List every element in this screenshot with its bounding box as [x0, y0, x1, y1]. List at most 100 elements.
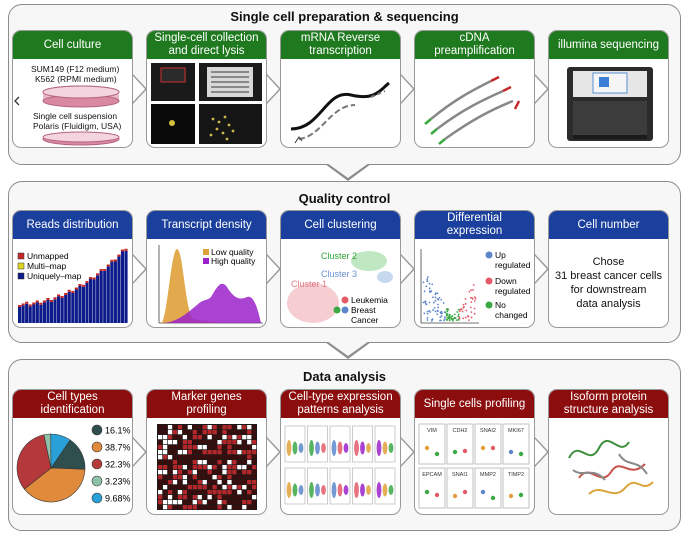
card-cell-clustering: Cell clustering Cluster 2 Cluster 3 Clus… — [280, 210, 401, 328]
heatmap-cell — [247, 485, 252, 490]
violin-grid — [284, 425, 396, 505]
volcano-point — [446, 313, 449, 315]
volcano-point — [457, 308, 460, 311]
reads-legend-multimap: Multi–map — [27, 261, 66, 271]
cell-number-line3: for downstream — [570, 284, 647, 296]
heatmap-cell — [237, 485, 242, 490]
heatmap-cell — [212, 470, 217, 475]
heatmap-cell — [232, 430, 237, 435]
volcano-point — [447, 308, 450, 311]
heatmap-cell — [177, 445, 183, 450]
prep-notch — [327, 163, 369, 178]
qc-title: Quality control — [298, 191, 391, 206]
heatmap-cell — [232, 505, 237, 510]
heatmap-cell — [217, 485, 222, 490]
heatmap-cell — [227, 500, 232, 505]
volcano-point — [472, 289, 474, 291]
heatmap-cell — [192, 470, 197, 475]
heatmap-cell — [222, 445, 227, 450]
pie-legend-swatch-1 — [91, 441, 103, 453]
heatmap-cell — [167, 505, 173, 510]
de-legend-no-2: changed — [495, 310, 528, 320]
heatmap-cell — [177, 505, 183, 510]
heatmap-cell — [182, 495, 188, 500]
card-expression-patterns: Cell-type expression patterns analysis — [280, 389, 401, 515]
card-de-title: Differential expression — [415, 211, 534, 239]
volcano-point — [443, 311, 446, 314]
heatmap-cell — [217, 460, 222, 465]
heatmap-cell — [187, 435, 192, 440]
card-cell-number-title: Cell number — [549, 211, 668, 239]
heatmap-cell — [232, 495, 237, 500]
pie-legend-label-4: 9.68% — [105, 494, 131, 504]
cluster-legend-leukemia: Leukemia — [351, 295, 388, 305]
heatmap-cell — [202, 425, 207, 430]
volcano-point — [458, 317, 461, 320]
heatmap-cell — [227, 480, 232, 485]
heatmap-cell — [242, 430, 247, 435]
violin-shape — [343, 443, 349, 453]
heatmap-cell — [232, 455, 237, 460]
heatmap-cell — [227, 475, 232, 480]
violin-shape — [309, 440, 314, 456]
prep-arrow-4 — [535, 76, 547, 102]
heatmap-cell — [207, 490, 212, 495]
heatmap-cell — [197, 475, 202, 480]
heatmap-cell — [167, 480, 173, 485]
heatmap-cell — [197, 445, 202, 450]
heatmap-cell — [217, 505, 222, 510]
volcano-point — [449, 316, 452, 319]
pie-legend-swatch-0 — [91, 424, 103, 436]
reads-bar-top — [110, 259, 114, 262]
profile-dot — [508, 493, 514, 499]
heatmap-cell — [247, 480, 252, 485]
heatmap-cell — [172, 445, 178, 450]
reads-bar-top — [71, 290, 75, 293]
heatmap-cell — [158, 455, 163, 460]
volcano-point — [426, 310, 429, 313]
profile-dot — [490, 445, 496, 451]
heatmap-cell — [232, 470, 237, 475]
heatmap-cell — [242, 465, 247, 470]
heatmap-cell — [222, 465, 227, 470]
volcano-point — [466, 315, 469, 317]
heatmap-cell — [242, 445, 247, 450]
reads-bar-top — [81, 284, 86, 287]
heatmap-cell — [202, 500, 207, 505]
volcano-point — [428, 287, 431, 290]
heatmap-cell — [237, 445, 242, 450]
heatmap-cell — [247, 435, 252, 440]
volcano-point — [454, 317, 457, 319]
violin-shape — [360, 441, 365, 455]
volcano-point — [474, 297, 477, 300]
heatmap-cell — [217, 465, 222, 470]
volcano-point — [429, 291, 432, 294]
heatmap-cell — [237, 440, 242, 445]
heatmap-cell — [197, 470, 202, 475]
volcano-point — [469, 296, 472, 299]
marker-heatmap — [157, 424, 257, 510]
heatmap-cell — [237, 490, 242, 495]
heatmap-cell — [167, 475, 173, 480]
heatmap-cell — [217, 500, 222, 505]
volcano-point — [464, 302, 467, 305]
violin-shape — [309, 482, 314, 498]
heatmap-cell — [207, 465, 212, 470]
heatmap-cell — [192, 445, 197, 450]
profile-gene-label: EPCAM — [422, 472, 442, 478]
volcano-point — [428, 301, 431, 304]
heatmap-cell — [158, 475, 163, 480]
heatmap-cell — [207, 440, 212, 445]
volcano-point — [469, 289, 472, 291]
heatmap-cell — [207, 500, 212, 505]
volcano-point — [432, 301, 435, 304]
heatmap-cell — [167, 485, 173, 490]
heatmap-cell — [207, 480, 212, 485]
heatmap-cell — [217, 475, 222, 480]
volcano-point — [436, 298, 439, 300]
reads-bar — [124, 250, 128, 323]
culture-line2: K562 (RPMI medium) — [35, 74, 117, 84]
volcano-point — [437, 306, 439, 309]
heatmap-cell — [217, 440, 222, 445]
